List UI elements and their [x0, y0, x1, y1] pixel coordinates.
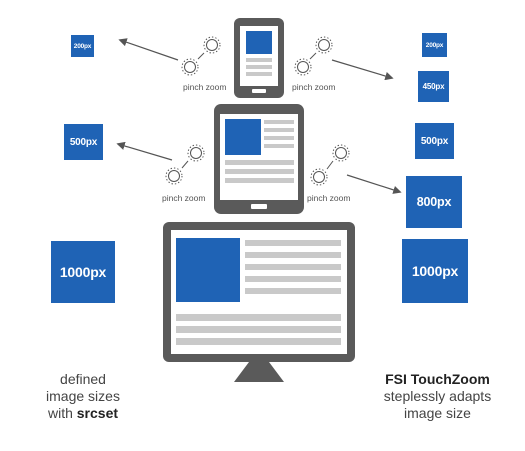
- left-caption: defined image sizes with srcset: [20, 371, 146, 422]
- arrow-to-right-450: [331, 59, 394, 81]
- pinch-zoom-gesture-icon: [310, 144, 350, 186]
- left-caption-line-1: defined: [60, 371, 106, 387]
- right-caption-line-3: image size: [404, 405, 471, 421]
- image-box-right-500px: 500px: [415, 123, 454, 159]
- pinch-zoom-label: pinch zoom: [162, 193, 206, 203]
- image-box-right-1000px: 1000px: [402, 239, 468, 303]
- arrow-to-left-500: [116, 141, 173, 161]
- desktop-monitor-icon: [163, 222, 355, 382]
- left-caption-line-3: with srcset: [20, 405, 146, 422]
- image-box-right-450px: 450px: [418, 71, 449, 102]
- left-caption-prefix: with: [47, 405, 77, 421]
- image-box-left-200px: 200px: [71, 35, 94, 57]
- image-box-right-200px: 200px: [422, 33, 447, 57]
- pinch-zoom-gesture-icon: [181, 36, 221, 76]
- pinch-zoom-label: pinch zoom: [292, 82, 336, 92]
- right-caption: FSI TouchZoom steplessly adapts image si…: [365, 371, 510, 422]
- pinch-zoom-label: pinch zoom: [183, 82, 227, 92]
- pinch-zoom-label: pinch zoom: [307, 193, 351, 203]
- right-caption-title: FSI TouchZoom: [385, 371, 490, 387]
- tablet-icon: [214, 104, 304, 214]
- arrow-to-left-200: [118, 38, 179, 61]
- image-box-left-500px: 500px: [64, 124, 103, 160]
- arrow-to-right-800: [346, 174, 402, 194]
- left-caption-line-2: image sizes: [46, 388, 120, 404]
- image-box-right-800px: 800px: [406, 176, 462, 228]
- image-box-left-1000px: 1000px: [51, 241, 115, 303]
- pinch-zoom-gesture-icon: [294, 36, 333, 76]
- smartphone-icon: [234, 18, 284, 98]
- right-caption-line-2: steplessly adapts: [383, 388, 492, 404]
- srcset-keyword: srcset: [76, 405, 119, 421]
- pinch-zoom-gesture-icon: [165, 144, 205, 185]
